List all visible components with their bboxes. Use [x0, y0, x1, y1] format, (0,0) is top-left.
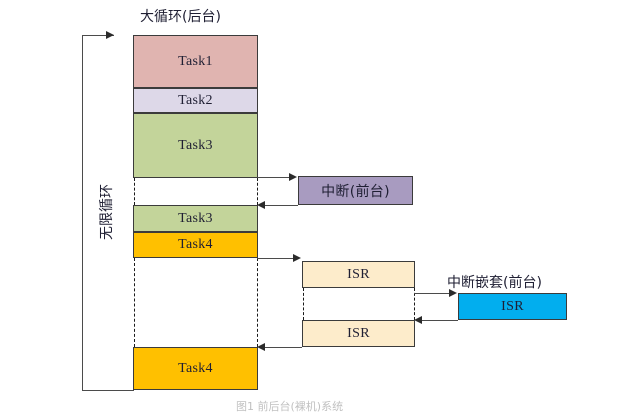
- nested-interrupt-title: 中断嵌套(前台): [447, 275, 542, 291]
- isr1-enter-line: [257, 258, 295, 259]
- loop-bracket-bottom: [82, 390, 134, 391]
- task-block-task3-first: Task3: [133, 113, 258, 178]
- nested-return-line: [419, 320, 458, 321]
- main-loop-title: 大循环(后台): [140, 9, 221, 25]
- figure-caption: 图1 前后台(裸机)系统: [236, 400, 344, 413]
- isr-box-1: ISR: [302, 261, 415, 288]
- preempt-dash-right-1: [257, 178, 258, 205]
- task-block-task4-resume: Task4: [133, 347, 258, 390]
- nested-isr-box: ISR: [458, 293, 567, 320]
- isr-preempt-dash-right: [414, 288, 415, 320]
- interrupt-enter-line: [257, 177, 291, 178]
- isr-preempt-dash-left: [303, 288, 304, 320]
- interrupt-return-arrow-icon: [257, 200, 265, 209]
- task-block-task1: Task1: [133, 35, 258, 88]
- isr-return-arrow-icon: [257, 342, 265, 351]
- isr-return-line: [262, 347, 302, 348]
- preempt-dash-right-2: [257, 258, 258, 347]
- nested-enter-line: [414, 293, 450, 294]
- loop-bracket-vertical: [82, 35, 83, 390]
- isr1-enter-arrow-icon: [293, 253, 301, 262]
- task-block-task4-first: Task4: [133, 232, 258, 258]
- interrupt-return-line: [262, 205, 298, 206]
- preempt-dash-left-2: [134, 258, 135, 347]
- interrupt-enter-arrow-icon: [289, 172, 297, 181]
- interrupt-box: 中断(前台): [298, 176, 413, 205]
- nested-enter-arrow-icon: [449, 288, 457, 297]
- loop-arrow-head-icon: [106, 30, 114, 39]
- nested-return-arrow-icon: [414, 315, 422, 324]
- task-block-task3-resume: Task3: [133, 205, 258, 232]
- isr-box-2: ISR: [302, 320, 415, 347]
- loop-label: 无限循环: [99, 184, 115, 240]
- diagram-canvas: 大循环(后台) 无限循环 Task1 Task2 Task3 Task3 Tas…: [82, 9, 567, 413]
- preempt-dash-left-1: [134, 178, 135, 205]
- loop-bracket-top: [82, 35, 114, 36]
- task-block-task2: Task2: [133, 88, 258, 113]
